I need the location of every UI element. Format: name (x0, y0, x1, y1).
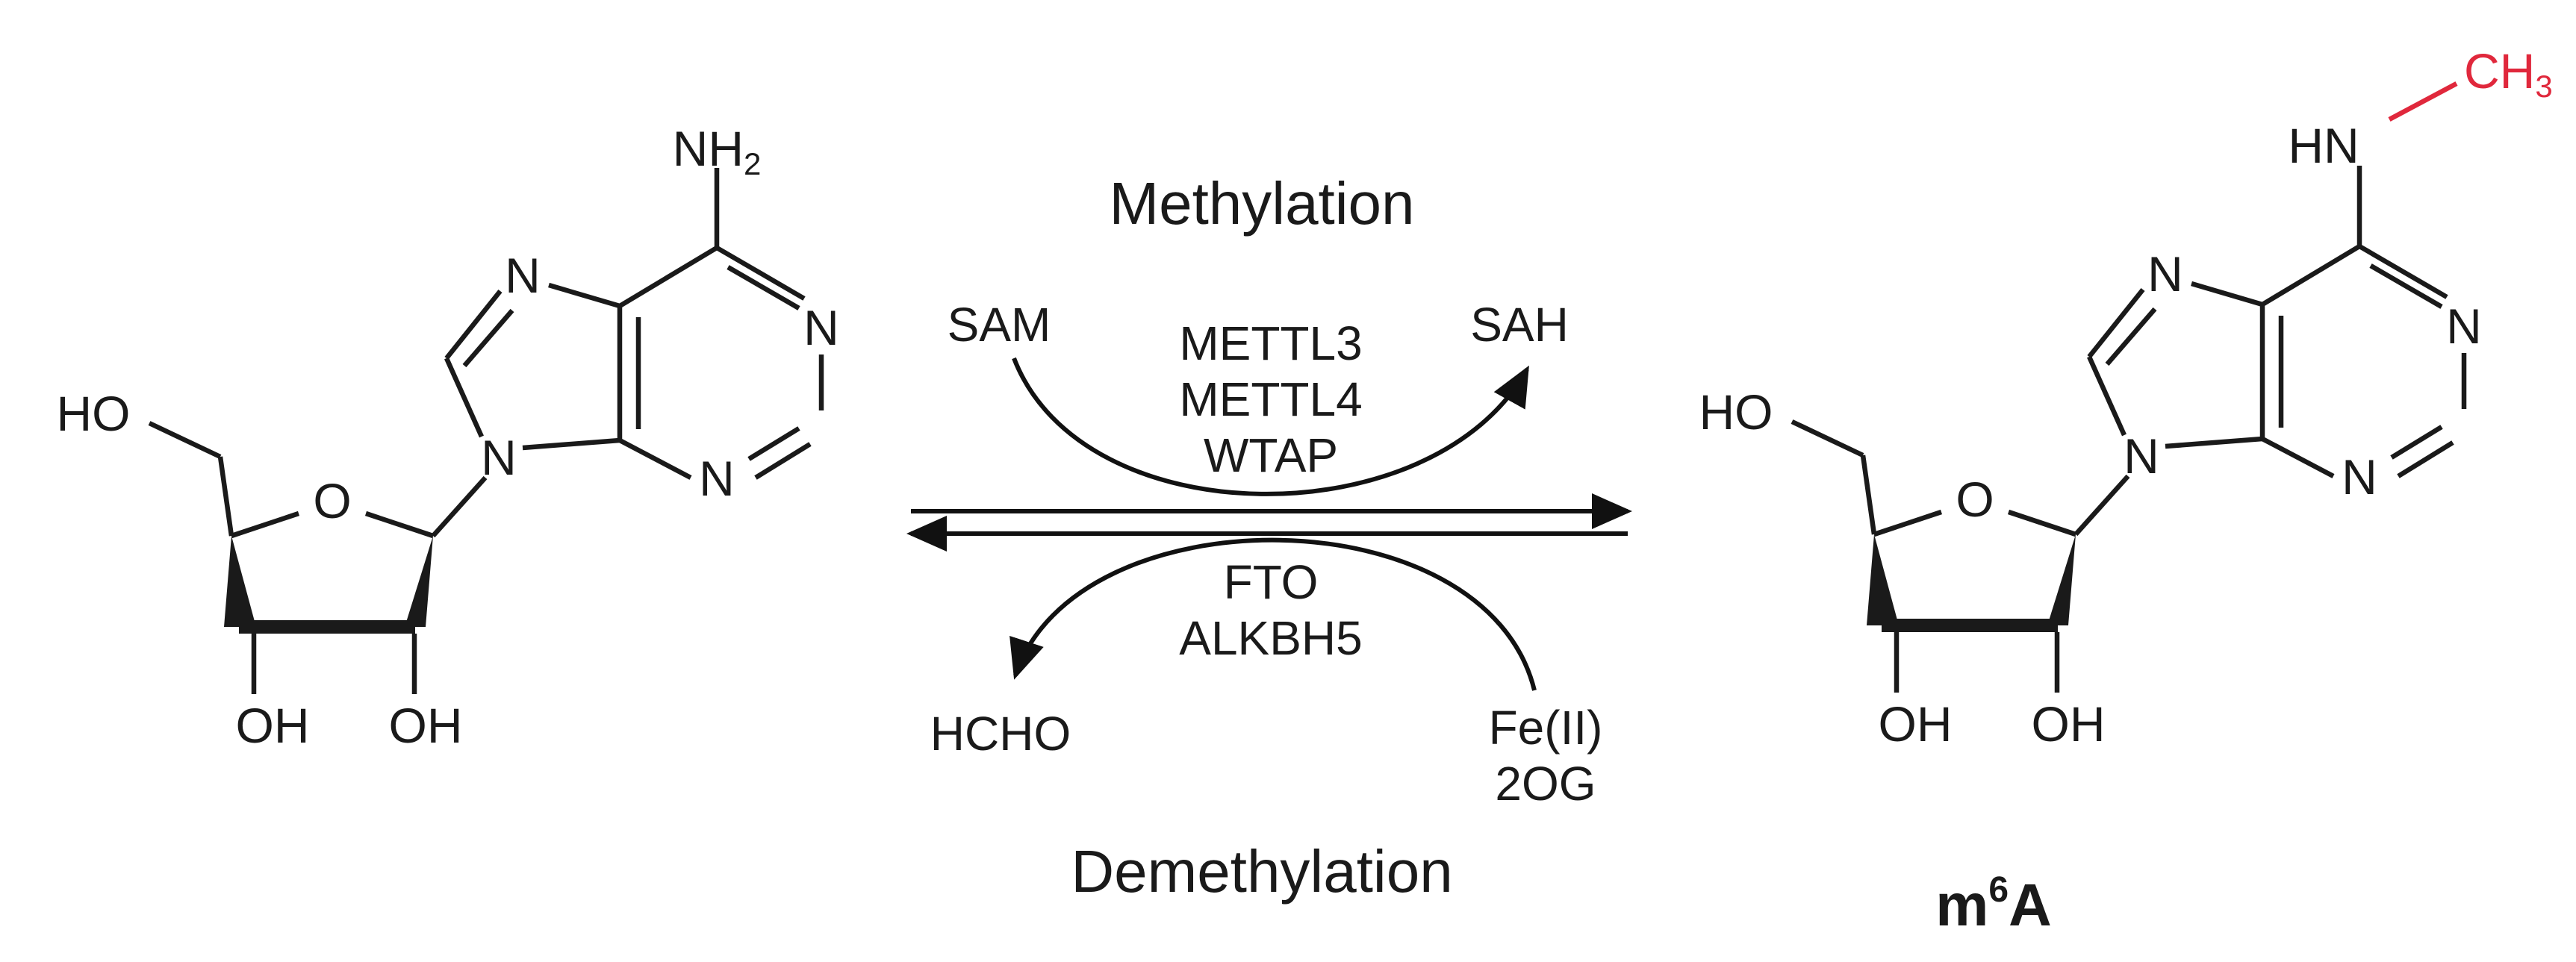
demethylation-curved-arrow (1009, 537, 1537, 691)
hydroxyl-3prime: OH (1879, 696, 1953, 752)
eraser-enzyme-2: ALKBH5 (1179, 611, 1362, 665)
methylation-curved-arrow (1012, 357, 1529, 496)
cofactor-2og: 2OG (1495, 757, 1596, 810)
ring-atom-n1: N (803, 300, 839, 355)
ribose-oxygen: O (313, 473, 351, 528)
ring-atom-n9: N (2124, 428, 2159, 484)
hydroxyl-3prime: OH (236, 698, 310, 753)
hydroxyl-2prime: OH (2032, 696, 2106, 752)
writer-enzyme-2: METTL4 (1179, 372, 1362, 426)
sah-label: SAH (1470, 298, 1569, 352)
cofactor-iron: Fe(II) (1489, 701, 1603, 755)
ring-atom-n7: N (2147, 246, 2183, 302)
methylamine-label: HN (2288, 118, 2359, 173)
reaction-scheme: Methylation Demethylation SAM SAH METTL3… (906, 170, 1632, 905)
hydroxymethyl-label: HO (57, 386, 131, 441)
methyl-label: CH3 (2464, 43, 2553, 104)
methyl-bond (2388, 81, 2458, 122)
sam-label: SAM (948, 298, 1051, 352)
ring-atom-n9: N (481, 430, 517, 485)
m6a-caption: m6A (1935, 870, 2052, 938)
ring-atom-n3: N (699, 451, 735, 506)
ring-atom-n7: N (505, 248, 541, 303)
m6a-structure: HN CH3 N N N N O HO OH OH m6A (1699, 43, 2553, 938)
ring-atom-n1: N (2446, 299, 2482, 354)
ribose-oxygen: O (1956, 472, 1994, 527)
demethylation-title: Demethylation (1071, 838, 1452, 905)
adenosine-structure: NH2 N N N N O HO OH OH (57, 121, 839, 753)
eraser-enzyme-1: FTO (1224, 555, 1319, 609)
ring-atom-n3: N (2342, 449, 2377, 505)
formaldehyde-label: HCHO (930, 707, 1071, 760)
hydroxymethyl-label: HO (1699, 384, 1773, 440)
amine-label: NH2 (673, 121, 762, 181)
hydroxyl-2prime: OH (389, 698, 463, 753)
methylation-title: Methylation (1109, 170, 1414, 237)
writer-enzyme-3: WTAP (1204, 428, 1338, 482)
writer-enzyme-1: METTL3 (1179, 316, 1362, 370)
